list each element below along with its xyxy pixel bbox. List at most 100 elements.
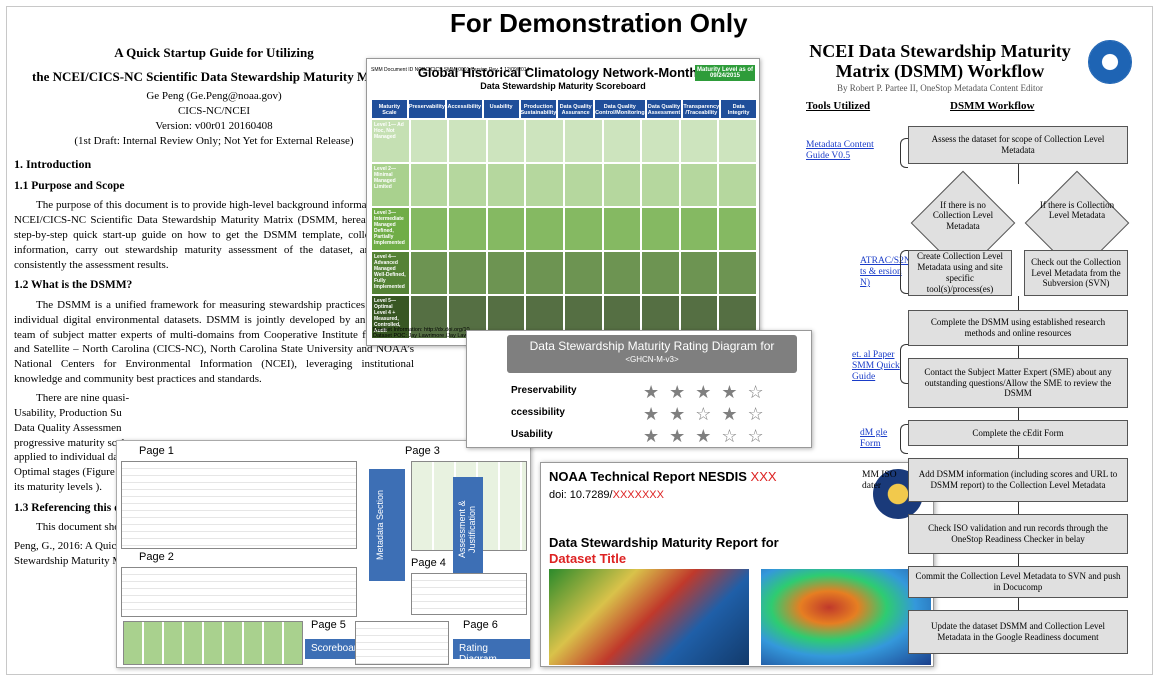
scoreboard-row: Level 2— Minimal Managed Limited [371, 163, 757, 207]
nine-line: its maturity levels ). [14, 481, 102, 494]
step-contact-sme: Contact the Subject Matter Expert (SME) … [908, 358, 1128, 408]
dataset-info: Dataset Information: http://dx.doi.org/1… [373, 327, 472, 333]
decision-has-metadata-text: If there is Collection Level Metadata [1039, 200, 1115, 221]
maturity-level-label: Level 2— Minimal Managed Limited [371, 163, 410, 207]
scoreboard-cell [486, 251, 526, 295]
report-doi-suffix: XXXXXXX [612, 489, 664, 501]
scoreboard-cell [718, 119, 757, 163]
scoreboard-title: Global Historical Climatology Network-Mo… [417, 65, 709, 80]
assessment-arrow [453, 477, 483, 581]
workflow-byline: By Robert P. Partee II, OneStop Metadata… [837, 83, 1043, 93]
scoreboard-footer: Dataset Information: http://dx.doi.org/1… [373, 327, 480, 339]
scoreboard-cell [602, 251, 642, 295]
scoreboard-arrow: Scoreboard [305, 639, 369, 659]
page6-label: Page 6 [463, 619, 498, 631]
step-checkout-metadata: Check out the Collection Level Metadata … [1024, 250, 1128, 296]
scoreboard-header-cell: Preservability [407, 99, 446, 119]
report-title: NOAA Technical Report NESDIS XXX [549, 469, 777, 484]
step-complete-dsmm: Complete the DSMM using established rese… [908, 310, 1128, 346]
report-doi-prefix: doi: 10.7289/ [549, 489, 613, 501]
scoreboard-thumbnail [123, 621, 303, 665]
guide-version: Version: v00r01 20160408 [155, 119, 273, 132]
nine-paragraph: There are nine quasi- [36, 391, 130, 404]
scoreboard-cell [641, 163, 680, 207]
report-dataset-title: Dataset Title [549, 551, 627, 566]
tool-iso-updater: MM ISO dater [862, 470, 897, 491]
nine-line: applied to individual da [14, 451, 119, 464]
tool-metadata-content-guide[interactable]: Metadata Content Guide V0.5 [806, 140, 874, 161]
scoreboard-row: Level 1— Ad Hoc, Not Managed [371, 119, 757, 163]
scoreboard-cell [641, 119, 680, 163]
noaa-logo: NOAA [1088, 40, 1132, 84]
what-paragraph: The DSMM is a unified framework for meas… [14, 298, 414, 386]
scoreboard-row: Level 3— Intermediate Managed Defined, P… [371, 207, 757, 251]
metadata-section-arrow [369, 469, 405, 581]
citation-line: Stewardship Maturity Ma [14, 555, 128, 568]
scoreboard-document: SMM Document ID NCDC CICS SMM_0001 Versi… [366, 58, 760, 346]
page2-thumbnail [121, 567, 357, 617]
scoreboard-header-cell: Data Quality Control/Monitoring [594, 99, 646, 119]
technical-report-cover: NOAA Technical Report NESDIS XXX doi: 10… [540, 462, 934, 667]
page1-thumbnail [121, 461, 357, 549]
tools-heading: Tools Utilized [806, 100, 871, 112]
scoreboard-cell [602, 119, 642, 163]
what-heading: 1.2 What is the DSMM? [14, 279, 133, 292]
scoreboard-row: Level 5— Optimal Level 4 + Measured, Con… [371, 295, 757, 339]
workflow-heading: DSMM Workflow [950, 100, 1035, 112]
scoreboard-cell [641, 251, 680, 295]
step-create-metadata: Create Collection Level Metadata using a… [908, 250, 1012, 296]
tool-atrac[interactable]: ATRAC/S2N, ts & ersion N) [860, 256, 914, 288]
maturity-level-badge: Maturity Level as of 09/24/2015 [695, 65, 755, 81]
nine-line: Data Quality Assessmen [14, 421, 122, 434]
maturity-level-label: Level 3— Intermediate Managed Defined, P… [371, 207, 410, 251]
ref-heading: 1.3 Referencing this doc [14, 501, 132, 514]
scoreboard-header-cell: Transparency /Traceability [682, 99, 721, 119]
page5-label: Page 5 [311, 619, 346, 631]
quick-startup-guide: A Quick Startup Guide for Utilizing the … [14, 44, 414, 569]
connector [1018, 446, 1019, 458]
rating-stars: ★★★★☆ [643, 382, 774, 402]
guide-author: Ge Peng (Ge.Peng@noaa.gov) [146, 90, 282, 103]
maturity-level-label: Level 4— Advanced Managed Well-Defined, … [371, 251, 410, 295]
step-commit-svn: Commit the Collection Level Metadata to … [908, 566, 1128, 598]
rating-header: Data Stewardship Maturity Rating Diagram… [507, 335, 797, 373]
decision-no-metadata-text: If there is no Collection Level Metadata [932, 200, 994, 231]
page4-label: Page 4 [411, 557, 446, 569]
maturity-level-label: Level 1— Ad Hoc, Not Managed [371, 119, 410, 163]
dataset-poc: Dataset POC: Jay Lawrimore /Jay Lawrimor [373, 333, 480, 339]
connector [1018, 164, 1019, 184]
report-doi: doi: 10.7289/XXXXXXX [549, 489, 664, 501]
rating-subtitle: <GHCN-M-v3> [625, 355, 679, 364]
scoreboard-cell [525, 119, 564, 163]
brace [900, 250, 908, 294]
rating-stars: ★★★☆☆ [643, 426, 774, 446]
scoreboard-cell [448, 251, 487, 295]
intro-heading: 1. Introduction [14, 157, 92, 172]
scoreboard-cell [486, 207, 526, 251]
connector [1018, 346, 1019, 358]
ref-paragraph: This document should [36, 521, 134, 534]
rating-stars: ★★☆★☆ [643, 404, 774, 424]
report-terrain-image [761, 569, 931, 665]
connector [1018, 408, 1019, 420]
step-update-readiness: Update the dataset DSMM and Collection L… [908, 610, 1128, 654]
guide-draft-note: (1st Draft: Internal Review Only; Not Ye… [74, 134, 354, 147]
tool-quick-guide[interactable]: et. al Paper SMM Quick Guide [852, 350, 900, 382]
scoreboard-cell [679, 163, 719, 207]
scoreboard-cell [563, 119, 603, 163]
template-pages-figure: Page 1 Page 2 Metadata Section Page 3 As… [116, 440, 531, 668]
step-cedit-form: Complete the cEdit Form [908, 420, 1128, 446]
scoreboard-cell [486, 119, 526, 163]
report-title-prefix: NOAA Technical Report NESDIS [549, 469, 751, 484]
rating-thumbnail [355, 621, 449, 665]
purpose-paragraph: The purpose of this document is to provi… [14, 199, 414, 271]
scoreboard-header-cell: Accessibility [445, 99, 483, 119]
scoreboard-cell [525, 251, 564, 295]
scoreboard-subtitle: Data Stewardship Maturity Scoreboard [480, 81, 646, 91]
rating-entity-label: ccessibility [511, 407, 565, 418]
rating-entity-label: Usability [511, 429, 553, 440]
tool-google-form[interactable]: dM gle Form [860, 428, 888, 449]
scoreboard-cell [409, 207, 449, 251]
